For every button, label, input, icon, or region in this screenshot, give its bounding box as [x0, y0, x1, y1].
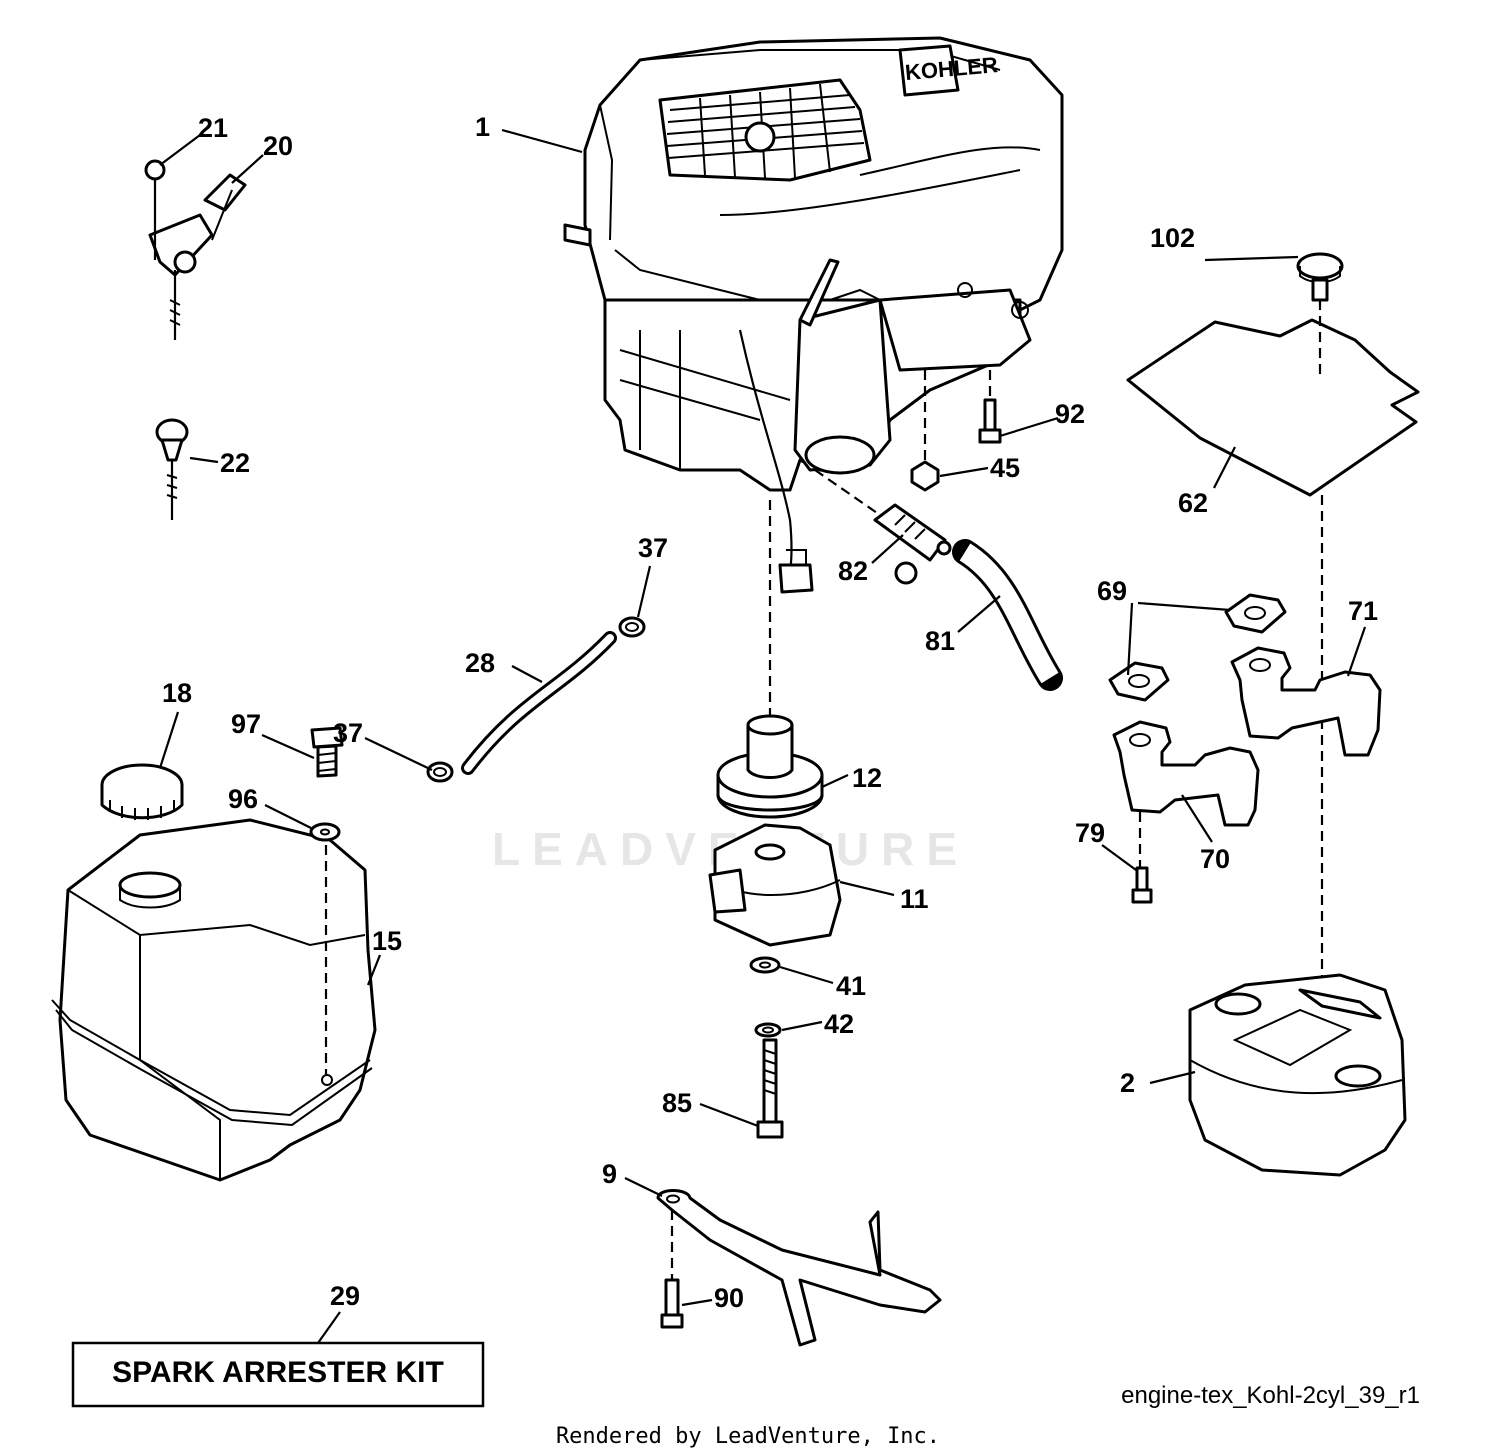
- clutch-bolt[interactable]: [756, 1038, 784, 1139]
- fuel-tank[interactable]: [51, 818, 377, 1182]
- fuel-hose[interactable]: [461, 631, 617, 775]
- throttle-control[interactable]: [144, 159, 247, 340]
- callout-41: 41: [836, 971, 866, 1001]
- tank-bolt[interactable]: [310, 726, 344, 778]
- exhaust-gasket-lower[interactable]: [1108, 661, 1170, 702]
- fuel-cap[interactable]: [100, 763, 184, 820]
- spark-arrester-kit[interactable]: SPARK ARRESTER KIT: [71, 1341, 485, 1408]
- callout-90: 90: [714, 1283, 744, 1313]
- callout-82: 82: [838, 556, 868, 586]
- callout-28: 28: [465, 648, 495, 678]
- callout-11: 11: [900, 884, 929, 914]
- exhaust-bolt[interactable]: [1131, 866, 1153, 904]
- callout-15: 15: [372, 926, 402, 956]
- callout-85: 85: [662, 1088, 692, 1118]
- choke-knob[interactable]: [155, 418, 189, 520]
- callout-20: 20: [263, 131, 293, 161]
- engine-pulley[interactable]: [716, 714, 824, 819]
- callout-69: 69: [1097, 576, 1127, 606]
- callout-9: 9: [602, 1159, 617, 1189]
- exhaust-pipe-70[interactable]: [1112, 720, 1260, 827]
- callout-92: 92: [1055, 399, 1085, 429]
- engine-nut[interactable]: [910, 460, 940, 492]
- callout-12: 12: [852, 763, 882, 793]
- callout-79: 79: [1075, 818, 1105, 848]
- shield-knob[interactable]: [1296, 252, 1344, 302]
- exhaust-gasket-upper[interactable]: [1224, 593, 1287, 634]
- callout-102: 102: [1150, 223, 1195, 253]
- callout-2: 2: [1120, 1068, 1135, 1098]
- callout-81: 81: [925, 626, 955, 656]
- muffler[interactable]: [1188, 973, 1407, 1177]
- render-credit: Rendered by LeadVenture, Inc.: [556, 1424, 940, 1449]
- callout-97: 97: [231, 709, 261, 739]
- diagram-code: engine-tex_Kohl-2cyl_39_r1: [1121, 1382, 1420, 1409]
- callout-37-upper: 37: [638, 533, 668, 563]
- heat-shield[interactable]: [1126, 318, 1420, 497]
- callout-1: 1: [475, 112, 490, 142]
- callout-29: 29: [330, 1281, 360, 1311]
- washer-41[interactable]: [749, 956, 781, 974]
- callout-21: 21: [198, 113, 228, 143]
- fuel-line[interactable]: [952, 539, 1063, 691]
- hose-clamp-lower[interactable]: [426, 761, 454, 783]
- bracket-bolt[interactable]: [660, 1278, 684, 1329]
- washer-42[interactable]: [754, 1022, 782, 1038]
- callout-18: 18: [162, 678, 192, 708]
- fuel-filter[interactable]: [873, 503, 952, 585]
- callout-45: 45: [990, 453, 1020, 483]
- callout-96: 96: [228, 784, 258, 814]
- callout-71: 71: [1348, 596, 1378, 626]
- callout-70: 70: [1200, 844, 1230, 874]
- clutch-bracket[interactable]: [656, 1189, 942, 1347]
- callout-42: 42: [824, 1009, 854, 1039]
- exhaust-pipe-71[interactable]: [1230, 646, 1382, 757]
- engine-assembly[interactable]: KOHLER: [563, 36, 1064, 594]
- leader-lines: [158, 128, 1367, 1344]
- callout-37-lower: 37: [333, 718, 363, 748]
- spark-arrester-kit-label: SPARK ARRESTER KIT: [112, 1356, 444, 1389]
- engine-bolt[interactable]: [978, 398, 1002, 444]
- callout-labels: 1 21 20 22 102 92 45 62 37 28 82 81 69 7…: [162, 112, 1378, 1313]
- hose-clamp-upper[interactable]: [618, 616, 646, 638]
- pto-clutch[interactable]: [708, 823, 842, 947]
- tank-washer[interactable]: [309, 822, 341, 842]
- callout-62: 62: [1178, 488, 1208, 518]
- callout-22: 22: [220, 448, 250, 478]
